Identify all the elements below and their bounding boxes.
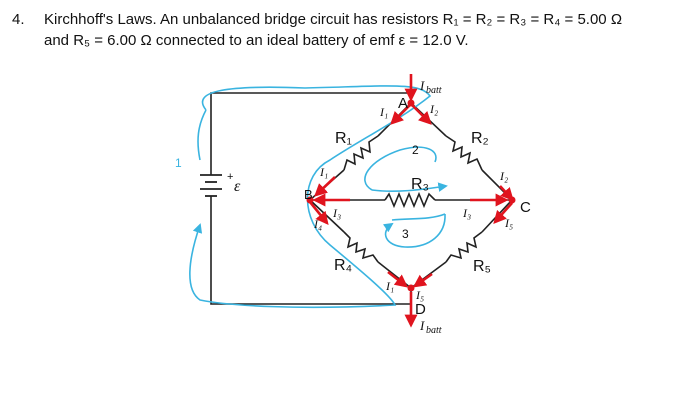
i5-label-bottom: I₅ [415, 288, 424, 302]
loop-1-path [189, 85, 432, 309]
resistor-r4 [343, 231, 379, 263]
loop-3-left [391, 213, 446, 221]
i5-label-right: I₅ [504, 216, 513, 230]
current-arrows [308, 74, 514, 328]
resistor-r1 [343, 135, 379, 171]
i3-label-right: I₃ [462, 206, 471, 220]
battery-plus-label: + [227, 171, 233, 183]
resistor-r2 [445, 135, 483, 171]
resistor-r3 [384, 191, 436, 209]
ibatt-top-sub: batt [426, 85, 442, 96]
problem-text-line-1: Kirchhoff's Laws. An unbalanced bridge c… [44, 11, 623, 28]
node-d-label: D [415, 301, 426, 318]
ibatt-bottom-label: I [419, 318, 425, 333]
i1-label-left: I₁ [319, 165, 328, 179]
i2-label-right: I₂ [499, 169, 508, 183]
emf-symbol: ε [234, 178, 241, 195]
ibatt-bottom-sub: batt [426, 325, 442, 336]
loop-1-label: 1 [175, 156, 182, 170]
loop-2-right [371, 182, 448, 192]
loop-paths [189, 85, 448, 309]
resistor-r5 [445, 231, 483, 263]
node-c-label: C [520, 199, 531, 216]
problem-text-line-2: and R₅ = 6.00 Ω connected to an ideal ba… [44, 32, 469, 49]
loop-2-path [364, 146, 437, 191]
i4-label-left: I₄ [313, 217, 322, 231]
r1-label: R₁ [335, 130, 352, 147]
i1-label-bottom: I₁ [385, 279, 394, 293]
node-b-label: B [304, 187, 313, 202]
r5-label: R₅ [473, 258, 491, 275]
node-a-label: A [398, 95, 408, 112]
i2-label-top: I₂ [429, 102, 438, 116]
loop-2-label: 2 [412, 143, 419, 157]
r4-label: R₄ [334, 257, 352, 274]
loop-1-tail [197, 109, 207, 161]
i1-label-top: I₁ [379, 105, 388, 119]
loop-3-path [382, 213, 446, 248]
battery [200, 174, 222, 197]
loop-3-label: 3 [402, 227, 409, 241]
ibatt-top-label: I [419, 78, 425, 93]
node-dots [306, 99, 516, 292]
r3-label: R₃ [411, 176, 429, 193]
i3-label-left: I₃ [332, 206, 341, 220]
r2-label: R₂ [471, 130, 489, 147]
problem-number: 4. [12, 11, 25, 28]
